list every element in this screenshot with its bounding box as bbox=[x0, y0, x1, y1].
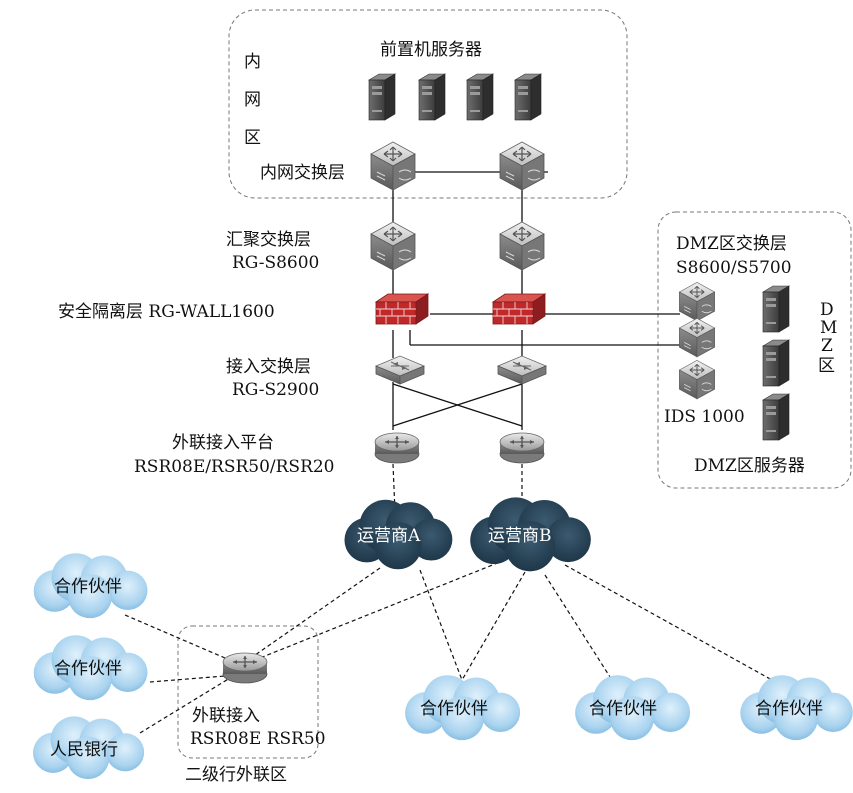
external-router-left bbox=[374, 432, 420, 464]
aggregation-layer-name: 汇聚交换层 bbox=[226, 230, 311, 250]
dmz-switch-2 bbox=[678, 317, 716, 358]
cloud-partner-1 bbox=[33, 553, 148, 619]
security-layer-label: 安全隔离层 RG-WALL1600 bbox=[58, 302, 275, 322]
access-layer-name: 接入交换层 bbox=[226, 357, 311, 377]
dmz-zone-char-4: 区 bbox=[818, 356, 835, 376]
cloud-carrier-b bbox=[470, 497, 591, 572]
external-access-name: 外联接入 bbox=[192, 706, 260, 726]
carrier-b-label: 运营商B bbox=[488, 526, 552, 546]
aggregation-switch-left bbox=[370, 221, 416, 271]
second-level-zone-label: 二级行外联区 bbox=[185, 765, 287, 785]
inner-zone-char-3: 区 bbox=[244, 128, 261, 148]
partner-label-4: 合作伙伴 bbox=[589, 699, 657, 719]
cloud-partner-5 bbox=[740, 675, 853, 741]
dmz-server-3 bbox=[762, 393, 790, 441]
dmz-switch-layer-label: DMZ区交换层 bbox=[676, 234, 787, 254]
partner-label-2: 合作伙伴 bbox=[54, 659, 122, 679]
external-platform-model: RSR08E/RSR50/RSR20 bbox=[134, 457, 335, 477]
clouds bbox=[33, 497, 853, 780]
dmz-switch-1 bbox=[678, 281, 716, 322]
dmz-zone-char-2: M bbox=[820, 318, 838, 338]
second-level-zone-box bbox=[177, 625, 319, 759]
cloud-partner-4 bbox=[575, 675, 691, 741]
external-platform-name: 外联接入平台 bbox=[172, 433, 274, 453]
dmz-servers-label: DMZ区服务器 bbox=[694, 456, 805, 476]
aggregation-switch-right bbox=[499, 221, 545, 271]
inner-switch-left bbox=[370, 141, 416, 191]
cloud-carrier-a bbox=[344, 499, 453, 570]
second-level-router bbox=[222, 652, 268, 684]
access-layer-model: RG-S2900 bbox=[232, 380, 320, 400]
dmz-zone-box bbox=[657, 211, 852, 489]
partner-label-5: 合作伙伴 bbox=[755, 699, 823, 719]
dashed-links bbox=[124, 463, 773, 734]
partner-label-1: 合作伙伴 bbox=[54, 577, 122, 597]
dmz-server-1 bbox=[762, 285, 790, 333]
inner-zone-char-1: 内 bbox=[244, 52, 261, 72]
cloud-partner-2 bbox=[33, 635, 148, 701]
carrier-a-label: 运营商A bbox=[357, 526, 421, 546]
front-servers-label: 前置机服务器 bbox=[380, 40, 482, 60]
cloud-partner-3 bbox=[405, 675, 521, 741]
front-server-1 bbox=[368, 73, 396, 121]
ids-device bbox=[678, 359, 716, 400]
firewall-right bbox=[492, 293, 546, 325]
front-server-2 bbox=[418, 73, 446, 121]
inner-switch-right bbox=[499, 141, 545, 191]
firewall-left bbox=[375, 293, 429, 325]
aggregation-layer-model: RG-S8600 bbox=[232, 253, 320, 273]
access-switch-left bbox=[375, 355, 425, 385]
dmz-server-2 bbox=[762, 339, 790, 387]
dmz-switch-model-label: S8600/S5700 bbox=[676, 258, 792, 278]
cloud-pboc bbox=[33, 716, 145, 780]
access-switch-right bbox=[497, 355, 547, 385]
inner-zone-box bbox=[228, 9, 628, 199]
partner-label-3: 合作伙伴 bbox=[420, 699, 488, 719]
pboc-label: 人民银行 bbox=[50, 740, 118, 760]
front-server-4 bbox=[514, 73, 542, 121]
dmz-zone-char-3: Z bbox=[821, 336, 833, 356]
inner-switch-layer-label: 内网交换层 bbox=[260, 163, 345, 183]
external-router-right bbox=[499, 432, 545, 464]
external-access-model: RSR08E RSR50 bbox=[190, 729, 326, 749]
dmz-zone-char-1: D bbox=[820, 300, 834, 320]
ids-label: IDS 1000 bbox=[664, 407, 745, 427]
inner-zone-char-2: 网 bbox=[244, 90, 261, 110]
front-server-3 bbox=[466, 73, 494, 121]
